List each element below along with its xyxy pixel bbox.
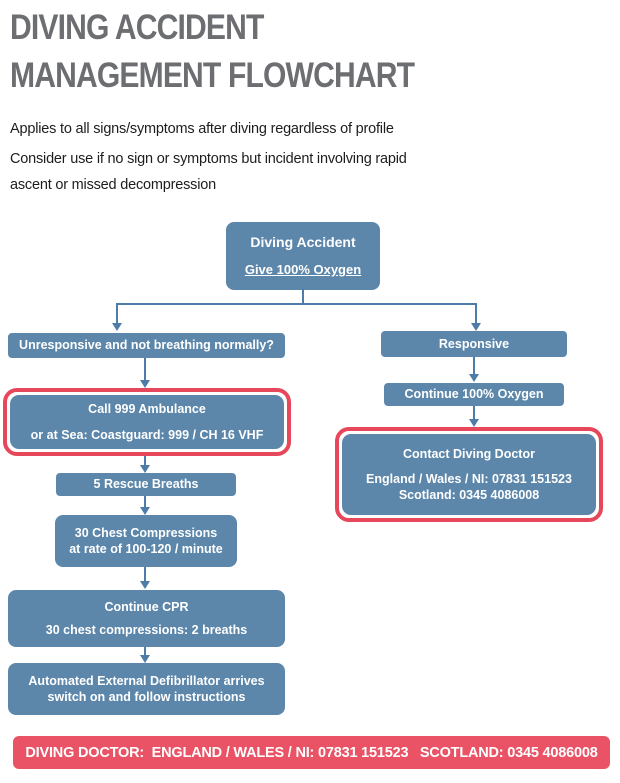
diving-doctor-banner: DIVING DOCTOR: ENGLAND / WALES / NI: 078…	[13, 736, 610, 769]
connector-left-4	[144, 567, 146, 582]
arrow-down-icon	[469, 374, 479, 382]
call-999-line-1: Call 999 Ambulance	[88, 402, 206, 417]
arrow-down-icon	[140, 581, 150, 589]
intro-text-line-3: ascent or missed decompression	[10, 177, 216, 193]
connector-branch-bar	[116, 303, 477, 305]
connector-start-stem	[302, 289, 304, 304]
intro-text-line-2: Consider use if no sign or symptoms but …	[10, 151, 407, 167]
node-call-999-ambulance: Call 999 Ambulance or at Sea: Coastguard…	[3, 388, 291, 456]
connector-right-drop	[475, 303, 477, 324]
contact-doctor-line-3: Scotland: 0345 4086008	[398, 488, 540, 503]
node-responsive: Responsive	[381, 331, 567, 357]
arrow-down-icon	[469, 419, 479, 427]
node-rescue-breaths: 5 Rescue Breaths	[56, 473, 236, 496]
node-diving-accident-title: Diving Accident	[250, 233, 356, 250]
arrow-down-icon	[112, 323, 122, 331]
page-title-line-1: DIVING ACCIDENT	[10, 8, 264, 47]
aed-line-1: Automated External Defibrillator arrives	[28, 673, 265, 688]
continue-cpr-line-1: Continue CPR	[104, 600, 189, 615]
connector-left-drop	[116, 303, 118, 324]
page-title-line-2: MANAGEMENT FLOWCHART	[10, 56, 415, 95]
connector-left-3	[144, 496, 146, 508]
connector-left-1	[144, 358, 146, 380]
arrow-down-icon	[140, 655, 150, 663]
intro-text-line-1: Applies to all signs/symptoms after divi…	[10, 121, 394, 137]
arrow-down-icon	[140, 507, 150, 515]
node-continue-cpr: Continue CPR 30 chest compressions: 2 br…	[8, 590, 285, 647]
call-999-line-2: or at Sea: Coastguard: 999 / CH 16 VHF	[30, 427, 264, 442]
arrow-down-icon	[140, 380, 150, 388]
node-chest-compressions: 30 Chest Compressions at rate of 100-120…	[55, 515, 237, 567]
node-unresponsive: Unresponsive and not breathing normally?	[8, 333, 285, 358]
connector-right-2	[473, 406, 475, 420]
node-aed: Automated External Defibrillator arrives…	[8, 663, 285, 715]
contact-doctor-line-2: England / Wales / NI: 07831 151523	[366, 471, 572, 486]
contact-doctor-line-1: Contact Diving Doctor	[403, 446, 535, 461]
chest-compressions-line-1: 30 Chest Compressions	[74, 525, 218, 540]
aed-line-2: switch on and follow instructions	[47, 690, 246, 704]
node-contact-diving-doctor: Contact Diving Doctor England / Wales / …	[335, 427, 603, 522]
arrow-down-icon	[140, 465, 150, 473]
continue-cpr-line-2: 30 chest compressions: 2 breaths	[45, 622, 248, 637]
chest-compressions-line-2: at rate of 100-120 / minute	[69, 542, 223, 556]
connector-right-1	[473, 357, 475, 375]
arrow-down-icon	[471, 323, 481, 331]
connector-left-5	[144, 647, 146, 656]
node-diving-accident: Diving Accident Give 100% Oxygen	[226, 222, 380, 290]
node-continue-oxygen: Continue 100% Oxygen	[384, 383, 564, 406]
node-give-oxygen-label: Give 100% Oxygen	[244, 262, 362, 278]
connector-left-2	[144, 456, 146, 466]
